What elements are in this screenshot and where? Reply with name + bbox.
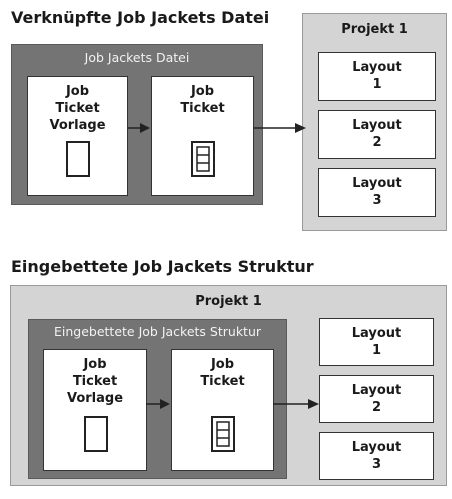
job-jackets-file-panel: Job Jackets Datei Job Ticket Vorlage Job… [11,44,263,205]
layout-label: Layout 2 [352,118,402,150]
layout-label: Layout 3 [352,176,402,208]
project-title: Projekt 1 [195,294,262,309]
layout-box-1: Layout 1 [319,318,434,366]
arrow-head [308,399,319,409]
panel-label: Eingebettete Job Jackets Struktur [53,324,262,339]
project-panel: Projekt 1 Layout 1 Layout 2 Layout 3 [302,13,447,231]
layout-box-1: Layout 1 [318,52,436,101]
layout-label: Layout 1 [351,326,402,358]
job-ticket-template-box: Job Ticket Vorlage [27,76,128,196]
linked-job-jackets-heading: Verknüpfte Job Jackets Datei [11,8,270,27]
job-ticket-template-box: Job Ticket Vorlage [43,349,147,471]
panel-label: Job Jackets Datei [84,50,190,65]
layout-label: Layout 3 [351,440,402,472]
job-ticket-box: Job Ticket [171,349,274,471]
document-icon [66,141,90,177]
ticket-icon [191,141,215,177]
layout-box-3: Layout 3 [318,168,436,217]
job-ticket-label: Job Ticket [200,357,245,389]
arrow-head [140,123,150,133]
embedded-structure-panel: Eingebettete Job Jackets Struktur Job Ti… [28,319,287,479]
arrow-head [160,399,170,409]
layout-box-2: Layout 2 [318,110,436,159]
job-ticket-template-label: Job Ticket Vorlage [49,84,106,133]
ticket-icon [211,416,235,452]
arrow-head [295,123,306,133]
layout-label: Layout 1 [352,60,402,92]
layout-box-3: Layout 3 [319,432,434,480]
job-ticket-label: Job Ticket [180,84,225,116]
job-ticket-box: Job Ticket [151,76,254,196]
job-ticket-template-label: Job Ticket Vorlage [66,357,124,406]
project-title: Projekt 1 [341,22,408,37]
layout-box-2: Layout 2 [319,375,434,423]
embedded-job-jackets-heading: Eingebettete Job Jackets Struktur [11,257,314,276]
layout-label: Layout 2 [351,383,402,415]
document-icon [84,416,108,452]
